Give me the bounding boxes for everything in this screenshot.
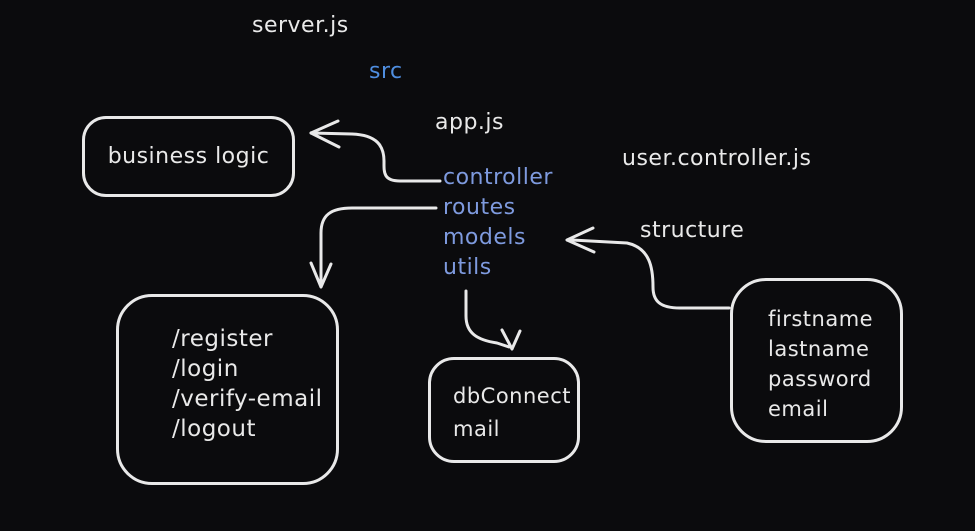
arrow-routes-to-endpoints-box [309,206,438,289]
src-tree-list: controller routes models utils [443,163,553,283]
model-field-lastname: lastname [768,337,870,361]
business-logic-label: business logic [107,144,270,169]
src-tree-item-models: models [443,225,526,250]
route-endpoints-box: /register /login /verify-email /logout [116,294,339,485]
structure-note-label: structure [640,218,745,243]
src-tree-item-routes: routes [443,195,516,220]
endpoint-register: /register [172,326,273,352]
model-field-password: password [768,367,872,391]
src-tree-item-utils: utils [443,255,492,280]
arrow-controller-to-business-logic [309,119,442,183]
user-model-fields-box: firstname lastname password email [730,278,903,443]
endpoint-logout: /logout [172,416,256,442]
src-folder-label: src [369,59,403,84]
server-file-label: server.js [252,13,349,38]
model-field-email: email [768,397,829,421]
arrow-utils-to-utils-box [464,289,522,351]
endpoint-login: /login [172,356,239,382]
utils-mail: mail [453,417,500,441]
utils-modules-box: dbConnect mail [428,357,580,463]
app-file-label: app.js [435,110,504,135]
arrow-model-to-models [565,226,731,310]
business-logic-box: business logic [82,116,295,197]
model-field-firstname: firstname [768,307,874,331]
src-tree-item-controller: controller [443,165,553,190]
endpoint-verify-email: /verify-email [172,386,323,412]
utils-dbconnect: dbConnect [453,384,571,408]
user-controller-file-label: user.controller.js [622,146,812,171]
